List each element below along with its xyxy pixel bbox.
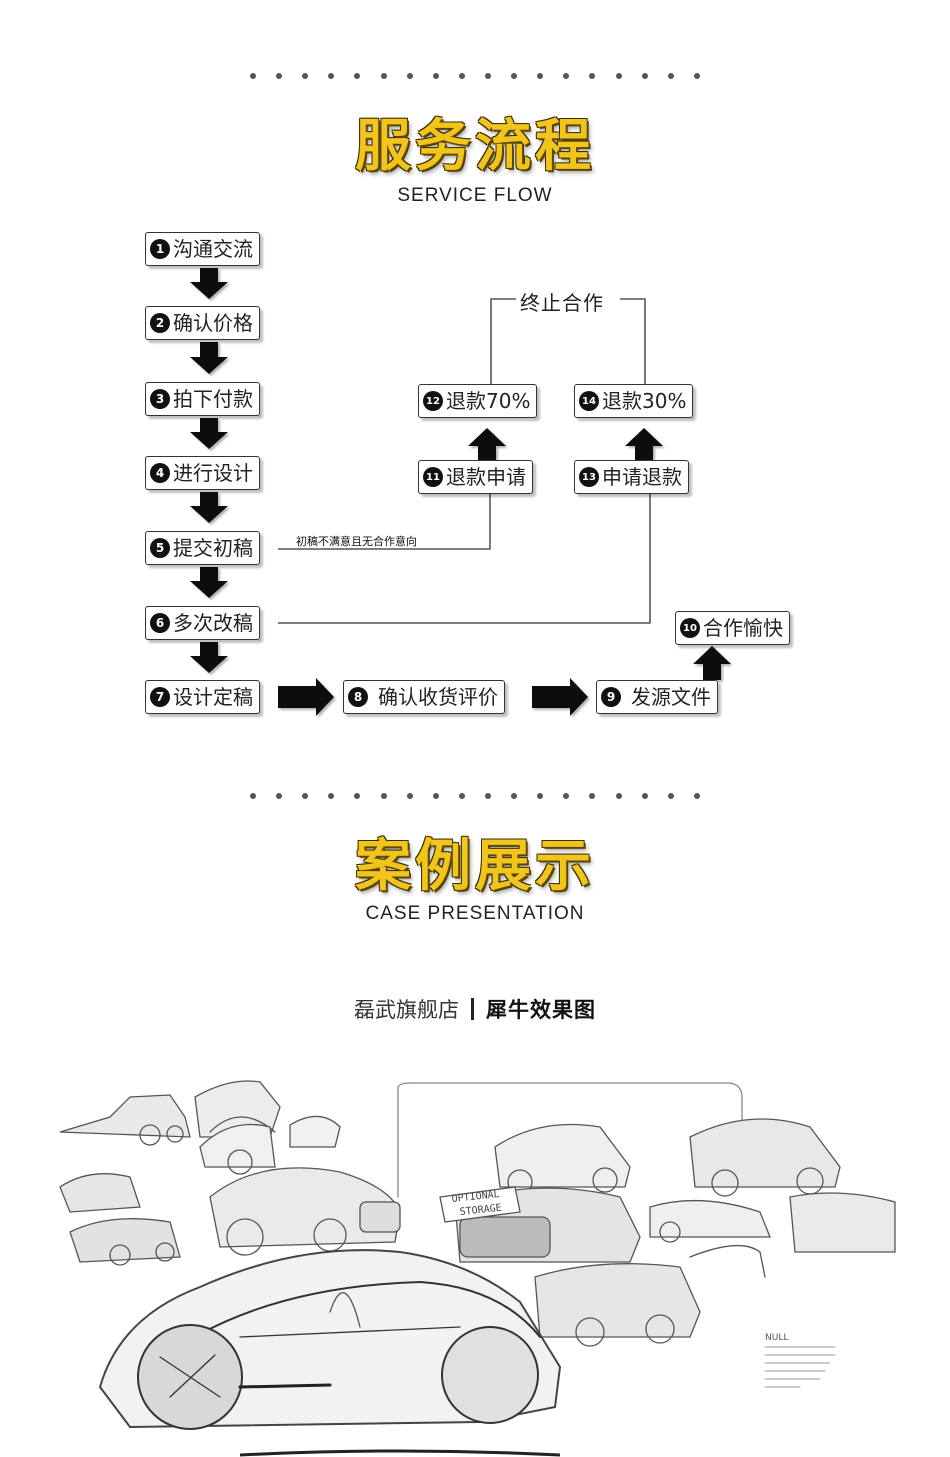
step-4-box: 4 进行设计 [145, 456, 260, 490]
line-6-to-13 [278, 494, 650, 623]
step-1-box: 1 沟通交流 [145, 232, 260, 266]
step-12-box: 12 退款70% [418, 384, 537, 418]
step-13-box: 13 申请退款 [574, 460, 689, 494]
brand-divider [471, 998, 474, 1020]
arrow-right-7-8 [278, 678, 334, 716]
arrow-down-3 [190, 418, 228, 449]
arrow-up-11-12 [468, 428, 506, 461]
step-8-box: 8 确认收货评价 [343, 680, 505, 714]
step-3-box: 3 拍下付款 [145, 382, 260, 416]
step-label: 拍下付款 [173, 384, 253, 415]
step-2-box: 2 确认价格 [145, 306, 260, 340]
arrow-down-4 [190, 492, 228, 523]
step-5-box: 5 提交初稿 [145, 531, 260, 565]
arrow-down-6 [190, 642, 228, 673]
step-number-badge: 8 [348, 687, 368, 707]
step-9-box: 9 发源文件 [596, 680, 718, 714]
arrow-up-13-14 [625, 428, 663, 461]
step-7-box: 7 设计定稿 [145, 680, 260, 714]
step-label: 确认价格 [173, 308, 253, 339]
step-label: 进行设计 [173, 458, 253, 489]
step-number-badge: 13 [579, 467, 599, 487]
step-label: 沟通交流 [173, 234, 253, 265]
car-sketch-illustration: OPTIONAL STORAGE NULL [0, 1037, 950, 1457]
step-number-badge: 2 [150, 313, 170, 333]
step-number-badge: 14 [579, 391, 599, 411]
step-11-box: 11 退款申请 [418, 460, 533, 494]
step-label: 多次改稿 [173, 608, 253, 639]
step-label: 申请退款 [602, 462, 682, 493]
case-presentation-title: 案例展示 [0, 834, 950, 900]
step-number-badge: 11 [423, 467, 443, 487]
step-label: 设计定稿 [173, 682, 253, 713]
arrow-down-2 [190, 342, 228, 374]
step-label: 合作愉快 [703, 613, 783, 644]
case-presentation-subtitle: CASE PRESENTATION [0, 903, 950, 925]
step-number-badge: 4 [150, 463, 170, 483]
rhino-render-tag: 犀牛效果图 [486, 998, 596, 1022]
middle-dot-divider [250, 793, 700, 799]
step-number-badge: 5 [150, 538, 170, 558]
branch-note: 初稿不满意且无合作意向 [296, 533, 417, 549]
flow-connectors [0, 0, 950, 760]
step-number-badge: 3 [150, 389, 170, 409]
step-number-badge: 6 [150, 613, 170, 633]
line-12-to-stop [491, 299, 516, 384]
shop-name: 磊武旗舰店 [354, 998, 459, 1022]
step-10-box: 10 合作愉快 [675, 611, 790, 645]
step-label: 退款70% [446, 386, 530, 417]
step-number-badge: 1 [150, 239, 170, 259]
arrow-down-5 [190, 567, 228, 598]
brand-line: 磊武旗舰店 犀牛效果图 [0, 994, 950, 1024]
step-number-badge: 7 [150, 687, 170, 707]
step-label: 退款30% [602, 386, 686, 417]
step-number-badge: 9 [601, 687, 621, 707]
arrow-right-8-9 [532, 678, 588, 716]
step-label: 发源文件 [631, 682, 711, 713]
step-number-badge: 12 [423, 391, 443, 411]
step-6-box: 6 多次改稿 [145, 606, 260, 640]
arrow-up-9-10 [693, 646, 731, 680]
arrow-down-1 [190, 268, 228, 299]
step-number-badge: 10 [680, 618, 700, 638]
step-label: 确认收货评价 [378, 682, 498, 713]
step-14-box: 14 退款30% [574, 384, 693, 418]
step-label: 退款申请 [446, 462, 526, 493]
line-14-to-stop [620, 299, 645, 384]
step-label: 提交初稿 [173, 533, 253, 564]
terminate-cooperation-label: 终止合作 [516, 287, 608, 316]
sketch-badge-null: NULL [765, 1333, 788, 1343]
